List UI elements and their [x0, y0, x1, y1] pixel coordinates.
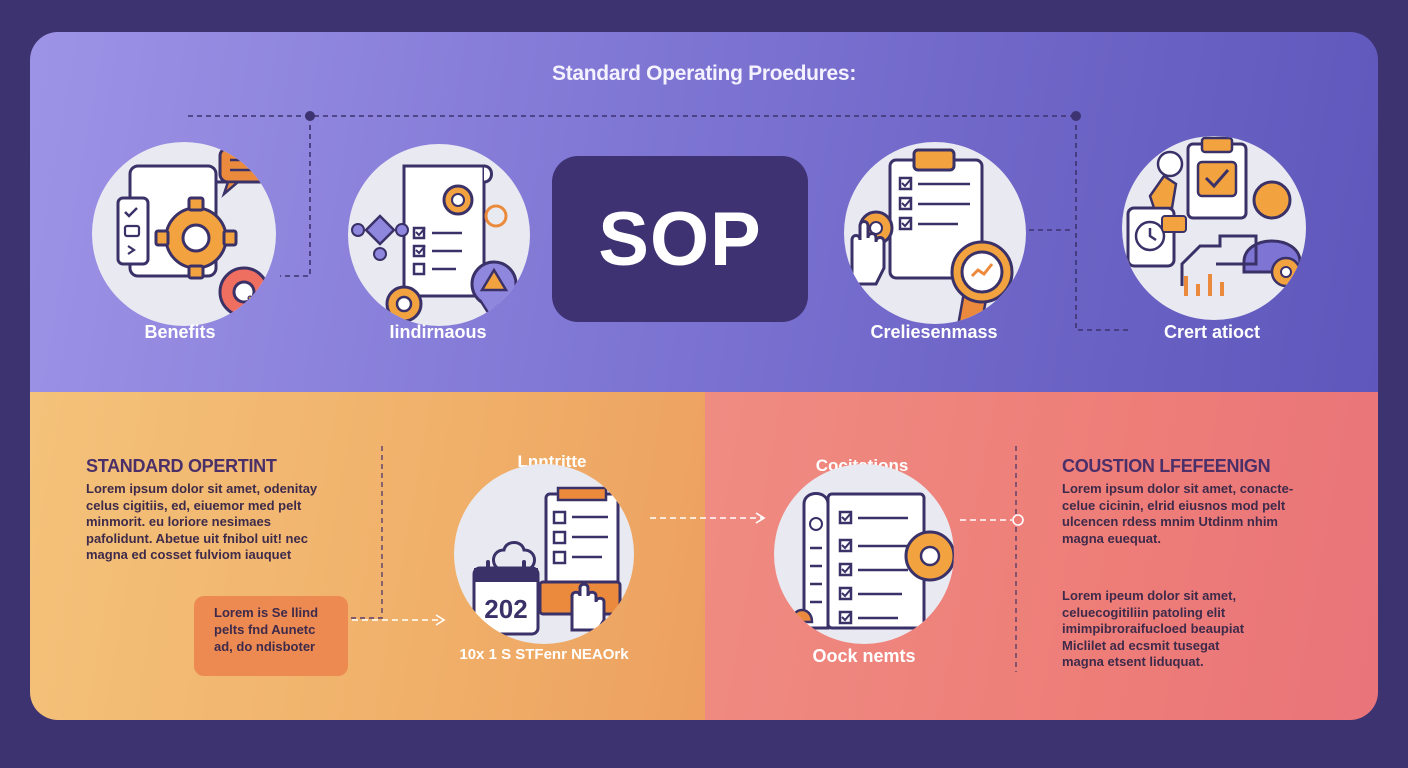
sop-label: SOP — [598, 196, 762, 282]
right-paragraph-1: Lorem ipsum dolor sit amet, conacte- cel… — [1062, 481, 1362, 547]
clipboard-circle — [844, 142, 1026, 324]
text-line: Lorem ipsum dolor sit amet, conacte- — [1062, 481, 1294, 496]
document-circle — [774, 464, 954, 644]
label-indirnaous: Iindirnaous — [389, 322, 487, 342]
text-line: magna etsent liduquat. — [1062, 654, 1204, 669]
document-gear-icon — [116, 146, 276, 319]
calendar-circle: 202 — [454, 464, 634, 644]
text-line: minmorit. eu loriore nesimaes — [86, 514, 271, 529]
infographic-card: Standard Operating Proedures: — [30, 32, 1378, 720]
document-bottom-label: Oock nemts — [812, 646, 916, 666]
calendar-text: 202 — [484, 594, 527, 624]
left-heading: STANDARD OPERTINT — [86, 456, 277, 476]
right-paragraph-2: Lorem ipeum dolor sit amet, celuecogitil… — [1062, 588, 1362, 671]
text-line: ulcencen rdess mnim Utdinm nhim — [1062, 514, 1278, 529]
calendar-checklist-icon: 202 — [472, 486, 622, 636]
text-line: Lorem is Se llind — [214, 605, 319, 620]
sop-box: SOP — [552, 156, 808, 322]
calendar-bottom-label: 10x 1 S STFenr NEAOrk — [459, 646, 629, 663]
label-crelisenmass: Crelіesenmass — [870, 322, 998, 342]
document-checklist-gear-icon — [790, 492, 954, 630]
clipboard-award-icon — [850, 148, 1014, 324]
benefits-circle — [92, 142, 276, 326]
flowchart-checklist-icon — [351, 164, 518, 325]
text-line: Lorem ipsum dolor sit amet, odenitay — [86, 481, 318, 496]
text-line: celue cicinin, elrid eiusnos mod pelt — [1062, 497, 1286, 513]
text-line: Lorem ipeum dolor sit amet, — [1062, 588, 1237, 603]
text-line: pafolidunt. Abetue uit fnibol uit! nec — [86, 530, 308, 546]
text-line: magna ed cosset fulviom iauquet — [86, 547, 292, 562]
text-line: pelts fnd Aunetc — [214, 622, 316, 637]
left-paragraph: Lorem ipsum dolor sit amet, odenitay cel… — [86, 481, 376, 564]
text-line: celuecogitiliin patoling elit — [1062, 604, 1226, 620]
people-circle — [1122, 136, 1306, 320]
page-title: Standard Operating Proedures: — [551, 62, 857, 85]
text-line: celus cigitiis, ed, eiuemor med pelt — [86, 497, 302, 513]
text-line: Miclilet ad ecsmit tusegat — [1062, 637, 1220, 653]
text-line: imimpibroraifucloed beaupiat — [1062, 621, 1245, 636]
note-box: Lorem is Se llind pelts fnd Aunetc ad, d… — [194, 596, 348, 676]
label-benefits: Benefits — [144, 322, 216, 342]
person-monitor-icon — [1126, 136, 1302, 296]
text-line: magna euequat. — [1062, 530, 1161, 546]
text-line: ad, do ndisboter — [214, 639, 316, 654]
right-heading: COUSTION LFEFEENIGN — [1062, 456, 1271, 476]
flowchart-circle — [348, 144, 530, 326]
label-crertatioct: Crert atioct — [1163, 322, 1261, 342]
